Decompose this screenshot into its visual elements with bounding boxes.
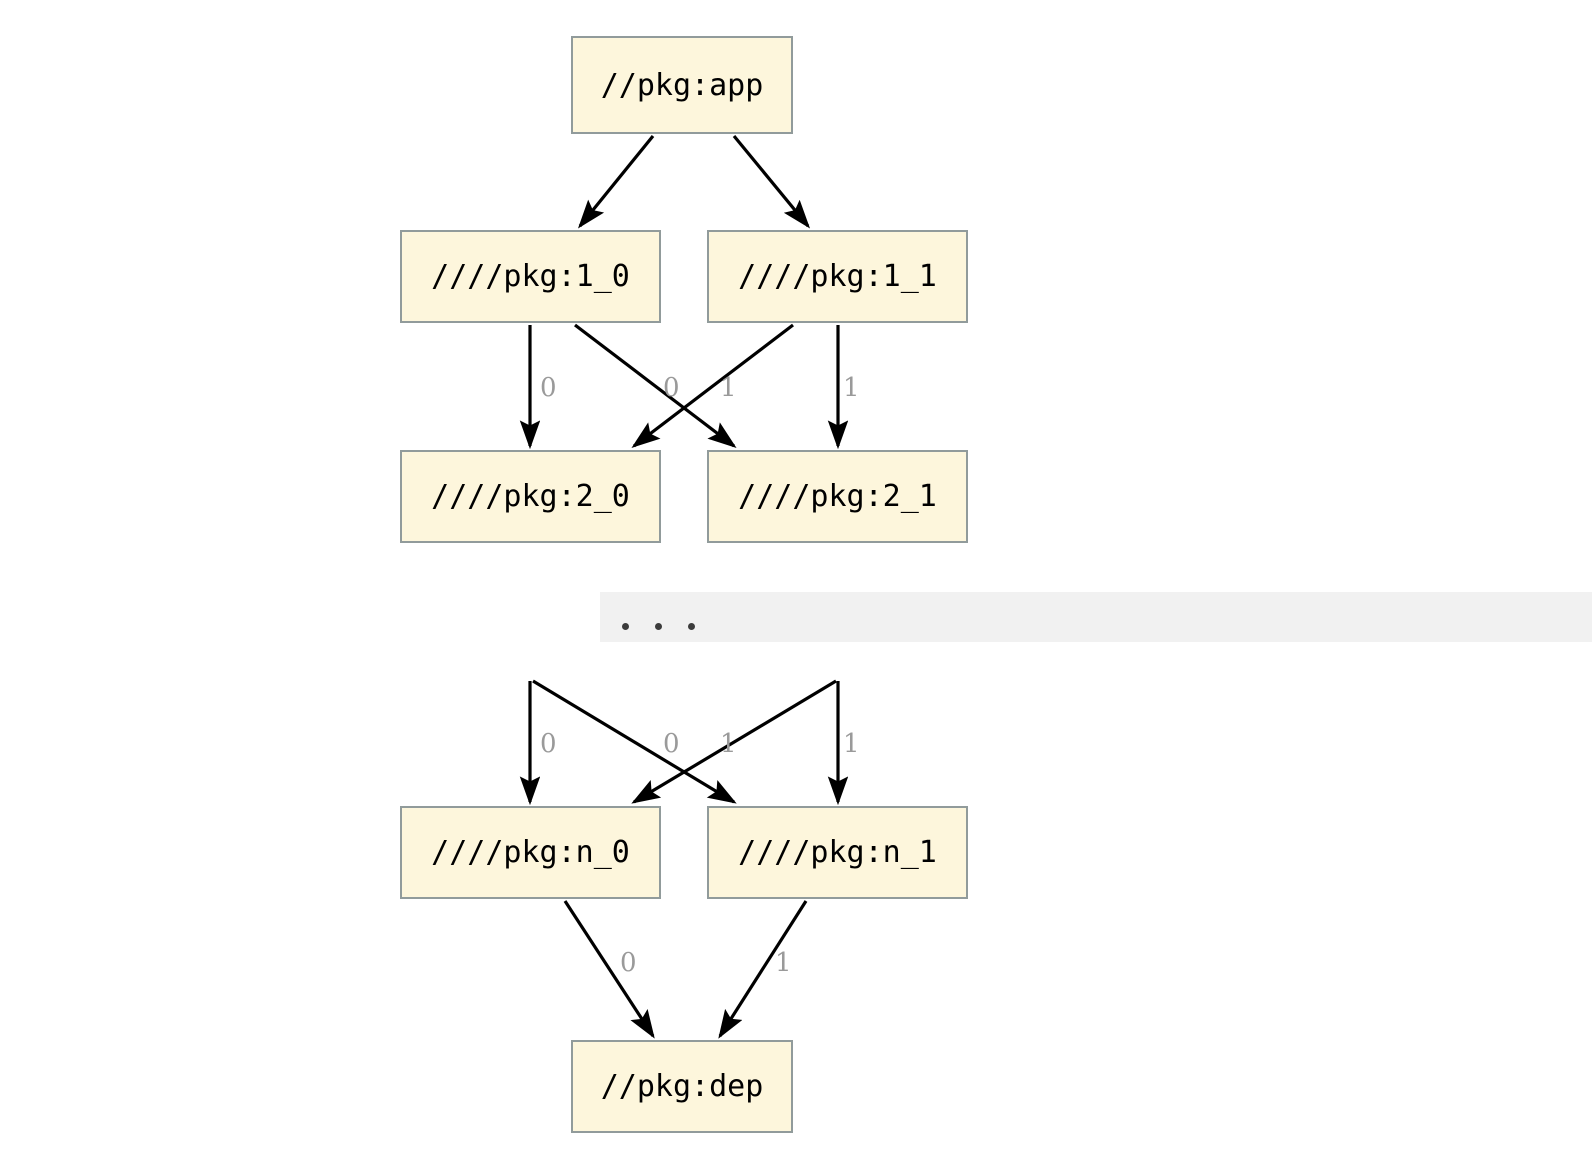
node-label: //pkg:dep <box>600 1069 764 1104</box>
edge-label: 0 <box>620 948 637 978</box>
edge-e-1_0-2_1 <box>574 323 737 448</box>
ellipsis-dot <box>622 623 629 630</box>
edge-e-app-1_1 <box>732 134 811 229</box>
edge-label: 1 <box>775 948 792 978</box>
node-n1_1[interactable]: ////pkg:1_1 <box>707 230 968 323</box>
ellipsis-dot <box>688 623 695 630</box>
ellipsis-band <box>600 592 1592 642</box>
node-label: ////pkg:1_0 <box>431 259 630 294</box>
edge-e-n_1-dep <box>718 900 808 1039</box>
edge-e-app-1_0 <box>577 134 655 229</box>
node-label: ////pkg:2_1 <box>738 479 937 514</box>
node-label: ////pkg:1_1 <box>738 259 937 294</box>
node-nn_1[interactable]: ////pkg:n_1 <box>707 806 968 899</box>
node-label: //pkg:app <box>600 67 764 103</box>
edge-e-n_0-dep <box>563 900 655 1039</box>
node-app[interactable]: //pkg:app <box>571 36 793 134</box>
edge-label: 0 <box>540 729 557 759</box>
edge-label: 1 <box>720 729 737 759</box>
ellipsis-dots <box>622 623 695 630</box>
node-label: ////pkg:n_1 <box>738 835 937 870</box>
node-label: ////pkg:2_0 <box>431 479 630 514</box>
edge-label: 1 <box>720 373 737 403</box>
edge-label: 1 <box>843 729 860 759</box>
node-n2_1[interactable]: ////pkg:2_1 <box>707 450 968 543</box>
edge-e-ell-n_1 <box>532 679 737 804</box>
edge-label: 0 <box>540 373 557 403</box>
edge-label: 0 <box>663 373 680 403</box>
ellipsis-dot <box>655 623 662 630</box>
node-n1_0[interactable]: ////pkg:1_0 <box>400 230 661 323</box>
edge-label: 1 <box>843 373 860 403</box>
edge-label: 0 <box>663 729 680 759</box>
node-dep[interactable]: //pkg:dep <box>571 1040 793 1133</box>
edge-e-1_1-2_0 <box>631 323 794 448</box>
node-label: ////pkg:n_0 <box>431 835 630 870</box>
node-n2_0[interactable]: ////pkg:2_0 <box>400 450 661 543</box>
node-nn_0[interactable]: ////pkg:n_0 <box>400 806 661 899</box>
